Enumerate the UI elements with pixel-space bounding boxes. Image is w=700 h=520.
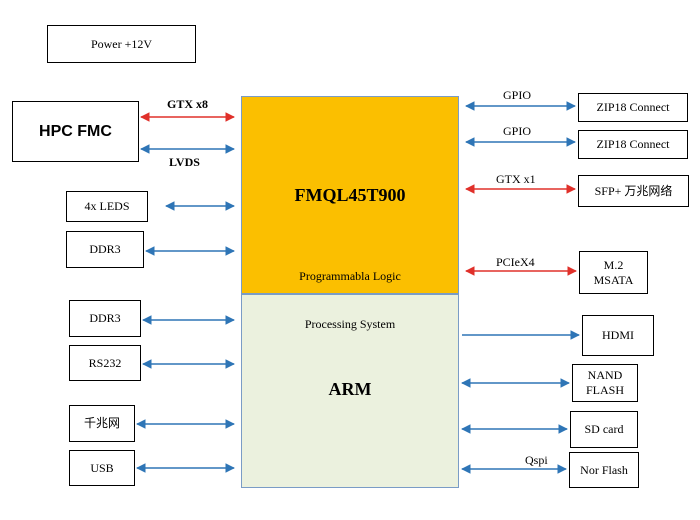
m2-msata-box: M.2 MSATA — [579, 251, 648, 294]
qspi-label: Qspi — [525, 453, 548, 467]
zip18-connect-1-box: ZIP18 Connect — [578, 93, 688, 122]
leds-box: 4x LEDS — [66, 191, 148, 222]
gigabit-ethernet-box: 千兆网 — [69, 405, 135, 442]
gpio-1-label: GPIO — [503, 88, 532, 102]
nand-label: NAND — [587, 368, 623, 382]
zip18-connect-2-box: ZIP18 Connect — [578, 130, 688, 159]
pl-subtitle: Programmabla Logic — [299, 269, 401, 283]
hpc-fmc-box: HPC FMC — [12, 101, 139, 162]
hdmi-box: HDMI — [582, 315, 654, 356]
rs232-box: RS232 — [69, 345, 141, 381]
m2-label: M.2 — [603, 257, 624, 272]
power-box: Power +12V — [47, 25, 196, 63]
ps-title: ARM — [328, 379, 372, 399]
ps-subtitle: Processing System — [304, 317, 396, 331]
ddr3-pl-box: DDR3 — [66, 231, 144, 268]
flash-label: FLASH — [585, 383, 624, 397]
gtx-x8-label: GTX x8 — [167, 97, 209, 111]
gpio-2-label: GPIO — [503, 124, 532, 138]
nor-flash-box: Nor Flash — [569, 452, 639, 488]
gtx-x1-label: GTX x1 — [496, 172, 536, 186]
pcie-x4-label: PCIeX4 — [496, 255, 535, 269]
lvds-label: LVDS — [169, 155, 200, 169]
usb-box: USB — [69, 450, 135, 486]
ddr3-ps-box: DDR3 — [69, 300, 141, 337]
sd-card-box: SD card — [570, 411, 638, 448]
sfp-box: SFP+ 万兆网络 — [578, 175, 689, 207]
msata-label: MSATA — [593, 272, 634, 287]
processing-system-block: Processing System ARM — [241, 294, 459, 488]
programmable-logic-block: FMQL45T900 Programmabla Logic — [241, 96, 459, 294]
pl-title: FMQL45T900 — [294, 185, 406, 205]
nand-flash-box: NAND FLASH — [572, 364, 638, 402]
